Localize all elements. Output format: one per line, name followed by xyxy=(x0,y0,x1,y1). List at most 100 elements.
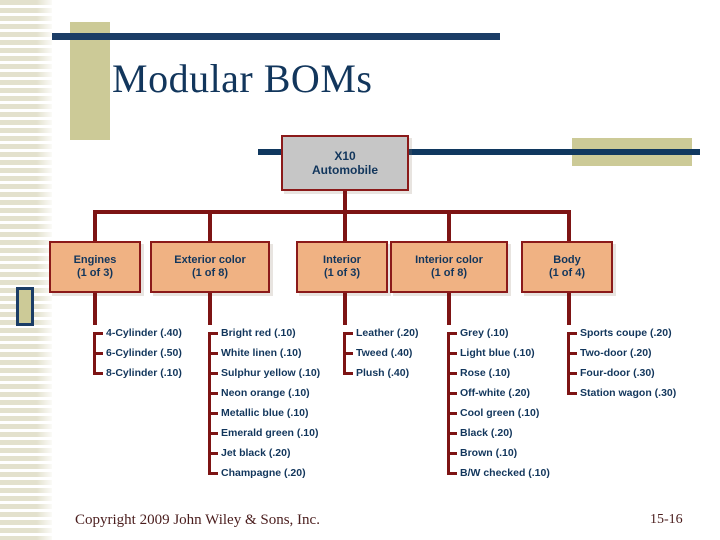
list-item[interactable]: Tweed (.40) xyxy=(343,343,418,363)
leaf-label: Metallic blue (.10) xyxy=(221,407,309,419)
list-item[interactable]: Grey (.10) xyxy=(447,323,550,343)
copyright-notice: Copyright 2009 John Wiley & Sons, Inc. xyxy=(75,512,320,528)
leaf-tick-icon xyxy=(343,332,353,335)
tree-node-root-line2: Automobile xyxy=(312,163,378,177)
tree-node-interior[interactable]: Interior (1 of 3) xyxy=(296,241,388,293)
tree-node-interior-title: Interior xyxy=(323,254,361,266)
list-item[interactable]: Rose (.10) xyxy=(447,363,550,383)
tree-node-interior-count: (1 of 3) xyxy=(323,267,361,279)
leaf-label: Tweed (.40) xyxy=(356,347,413,359)
list-item[interactable]: Champagne (.20) xyxy=(208,463,320,483)
list-item[interactable]: Bright red (.10) xyxy=(208,323,320,343)
tree-node-root[interactable]: X10 Automobile xyxy=(281,135,409,191)
leaf-tick-icon xyxy=(208,332,218,335)
leaf-bracket-exterior-color xyxy=(208,333,211,474)
tree-node-engines[interactable]: Engines (1 of 3) xyxy=(49,241,141,293)
leaf-label: Bright red (.10) xyxy=(221,327,296,339)
leaf-label: Jet black (.20) xyxy=(221,447,291,459)
leaf-label: 6-Cylinder (.50) xyxy=(106,347,182,359)
connector-drop-1 xyxy=(93,210,97,241)
connector-stem-body xyxy=(567,293,571,325)
leaf-tick-icon xyxy=(208,412,218,415)
leaf-tick-icon xyxy=(208,472,218,475)
decorative-navy-outlined-box xyxy=(16,287,34,326)
tree-node-exterior-color-title: Exterior color xyxy=(174,254,246,266)
leaf-label: Emerald green (.10) xyxy=(221,427,319,439)
connector-horizontal-bus xyxy=(93,210,571,214)
list-item[interactable]: Sports coupe (.20) xyxy=(567,323,676,343)
connector-drop-5 xyxy=(567,210,571,241)
list-item[interactable]: White linen (.10) xyxy=(208,343,320,363)
leaf-tick-icon xyxy=(93,332,103,335)
list-item[interactable]: Off-white (.20) xyxy=(447,383,550,403)
list-item[interactable]: 4-Cylinder (.40) xyxy=(93,323,182,343)
list-item[interactable]: Light blue (.10) xyxy=(447,343,550,363)
decorative-khaki-vertical-block xyxy=(70,22,110,140)
leaf-label: Four-door (.30) xyxy=(580,367,655,379)
leaf-tick-icon xyxy=(208,432,218,435)
list-item[interactable]: Brown (.10) xyxy=(447,443,550,463)
leaf-tick-icon xyxy=(567,372,577,375)
leaf-tick-icon xyxy=(343,352,353,355)
leaf-label: Rose (.10) xyxy=(460,367,511,379)
list-item[interactable]: 6-Cylinder (.50) xyxy=(93,343,182,363)
tree-node-exterior-color[interactable]: Exterior color (1 of 8) xyxy=(150,241,270,293)
leaf-label: B/W checked (.10) xyxy=(460,467,550,479)
leaf-tick-icon xyxy=(567,392,577,395)
leaf-tick-icon xyxy=(447,392,457,395)
leaf-tick-icon xyxy=(208,352,218,355)
leaf-label: Off-white (.20) xyxy=(460,387,530,399)
leaf-label: Brown (.10) xyxy=(460,447,518,459)
leaf-tick-icon xyxy=(447,452,457,455)
decorative-stripes-fade xyxy=(0,0,52,540)
list-item[interactable]: Station wagon (.30) xyxy=(567,383,676,403)
leaf-tick-icon xyxy=(93,372,103,375)
leaf-label: Light blue (.10) xyxy=(460,347,535,359)
leaf-label: Champagne (.20) xyxy=(221,467,306,479)
leaf-column-interior-color: Grey (.10) Light blue (.10) Rose (.10) O… xyxy=(447,323,550,483)
connector-drop-2 xyxy=(208,210,212,241)
list-item[interactable]: Cool green (.10) xyxy=(447,403,550,423)
leaf-label: Grey (.10) xyxy=(460,327,509,339)
page-title: Modular BOMs xyxy=(112,56,373,101)
tree-node-exterior-color-count: (1 of 8) xyxy=(191,267,229,279)
list-item[interactable]: Sulphur yellow (.10) xyxy=(208,363,320,383)
leaf-tick-icon xyxy=(447,372,457,375)
leaf-tick-icon xyxy=(343,372,353,375)
connector-drop-3 xyxy=(343,210,347,241)
list-item[interactable]: Jet black (.20) xyxy=(208,443,320,463)
leaf-tick-icon xyxy=(447,432,457,435)
tree-node-interior-color[interactable]: Interior color (1 of 8) xyxy=(390,241,508,293)
list-item[interactable]: Plush (.40) xyxy=(343,363,418,383)
leaf-tick-icon xyxy=(93,352,103,355)
leaf-column-interior: Leather (.20) Tweed (.40) Plush (.40) xyxy=(343,323,418,383)
leaf-label: Leather (.20) xyxy=(356,327,419,339)
leaf-label: Station wagon (.30) xyxy=(580,387,677,399)
leaf-label: Plush (.40) xyxy=(356,367,410,379)
tree-node-engines-title: Engines xyxy=(73,254,117,266)
connector-stem-engines xyxy=(93,293,97,325)
leaf-tick-icon xyxy=(567,352,577,355)
leaf-label: Sulphur yellow (.10) xyxy=(221,367,321,379)
list-item[interactable]: Four-door (.30) xyxy=(567,363,676,383)
leaf-label: White linen (.10) xyxy=(221,347,302,359)
list-item[interactable]: Neon orange (.10) xyxy=(208,383,320,403)
tree-node-body-title: Body xyxy=(553,254,581,266)
leaf-column-exterior-color: Bright red (.10) White linen (.10) Sulph… xyxy=(208,323,320,483)
list-item[interactable]: Two-door (.20) xyxy=(567,343,676,363)
leaf-label: 8-Cylinder (.10) xyxy=(106,367,182,379)
leaf-tick-icon xyxy=(208,392,218,395)
tree-node-body[interactable]: Body (1 of 4) xyxy=(521,241,613,293)
connector-root-stem xyxy=(343,191,347,210)
decorative-navy-rule-middle xyxy=(258,149,700,155)
decorative-navy-rule-top xyxy=(52,33,500,40)
list-item[interactable]: B/W checked (.10) xyxy=(447,463,550,483)
leaf-column-body: Sports coupe (.20) Two-door (.20) Four-d… xyxy=(567,323,676,403)
list-item[interactable]: Black (.20) xyxy=(447,423,550,443)
list-item[interactable]: 8-Cylinder (.10) xyxy=(93,363,182,383)
list-item[interactable]: Leather (.20) xyxy=(343,323,418,343)
connector-stem-interior-color xyxy=(447,293,451,325)
list-item[interactable]: Metallic blue (.10) xyxy=(208,403,320,423)
list-item[interactable]: Emerald green (.10) xyxy=(208,423,320,443)
